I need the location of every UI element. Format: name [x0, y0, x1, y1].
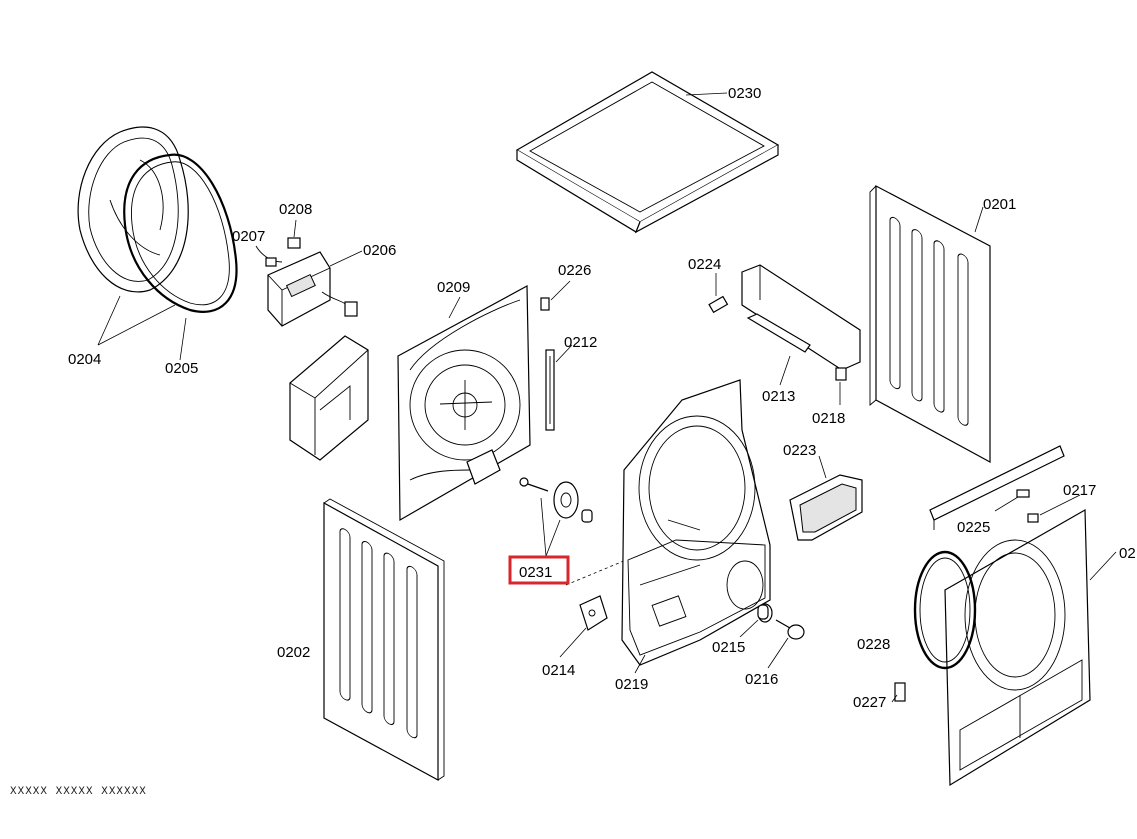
label-0208[interactable]: 0208 [279, 201, 312, 218]
label-0218[interactable]: 0218 [812, 410, 845, 427]
part-0217-clip[interactable] [1027, 494, 1081, 523]
label-0202[interactable]: 0202 [277, 644, 310, 661]
part-0218-clip[interactable] [835, 367, 847, 405]
label-0214[interactable]: 0214 [542, 662, 575, 679]
part-0228-door-seal[interactable] [913, 550, 977, 670]
part-duct-bracket[interactable] [289, 335, 369, 461]
label-0215[interactable]: 0215 [712, 639, 745, 656]
part-0206-control-module[interactable] [267, 250, 363, 327]
label-0219[interactable]: 0219 [615, 676, 648, 693]
part-0225-rail[interactable] [929, 445, 1065, 530]
part-0219-bearing-shield[interactable] [621, 379, 771, 674]
label-0217[interactable]: 0217 [1063, 482, 1096, 499]
footer-code: XXXXX XXXXX XXXXXX [10, 786, 147, 798]
part-0209-rear-panel[interactable] [397, 285, 531, 522]
part-0212-rail[interactable] [545, 344, 573, 431]
part-0216-foot[interactable] [767, 619, 805, 669]
part-0230-top-cover[interactable] [515, 71, 780, 234]
label-0223[interactable]: 0223 [783, 442, 816, 459]
label-0212[interactable]: 0212 [564, 334, 597, 351]
label-0224[interactable]: 0224 [688, 256, 721, 273]
label-0205[interactable]: 0205 [165, 360, 198, 377]
highlight-box [508, 555, 570, 585]
part-0207-connector[interactable] [255, 245, 283, 267]
label-0227[interactable]: 0227 [853, 694, 886, 711]
label-0203[interactable]: 02 [1119, 545, 1136, 562]
part-0226-clip[interactable] [540, 280, 571, 311]
part-0223-filter-housing[interactable] [789, 455, 863, 541]
part-0231-pulley[interactable] [519, 477, 627, 586]
label-0226[interactable]: 0226 [558, 262, 591, 279]
part-0202-left-side-panel[interactable] [323, 498, 445, 782]
label-0204[interactable]: 0204 [68, 351, 101, 368]
label-0206[interactable]: 0206 [363, 242, 396, 259]
part-0215-roller[interactable] [739, 603, 773, 638]
part-0203-front-panel[interactable] [944, 508, 1117, 787]
part-0214-bracket[interactable] [559, 595, 608, 658]
label-0209[interactable]: 0209 [437, 279, 470, 296]
part-0213-bracket[interactable] [741, 264, 861, 386]
label-0225[interactable]: 0225 [957, 519, 990, 536]
part-0201-right-side-panel[interactable] [869, 185, 991, 464]
part-0227-latch[interactable] [891, 682, 906, 703]
part-0224-clip[interactable] [708, 273, 729, 314]
part-0208-connector[interactable] [287, 219, 301, 249]
part-0204-door-duct[interactable] [77, 126, 189, 346]
label-0231[interactable]: 0231 [519, 564, 552, 581]
label-0230[interactable]: 0230 [728, 85, 761, 102]
label-0228[interactable]: 0228 [857, 636, 890, 653]
label-0201[interactable]: 0201 [983, 196, 1016, 213]
part-0205-door-gasket[interactable] [123, 153, 238, 361]
part-labels: 0230 0201 0202 02 0204 0205 0206 0207 02… [68, 85, 1136, 711]
label-0213[interactable]: 0213 [762, 388, 795, 405]
label-0207[interactable]: 0207 [232, 228, 265, 245]
label-0216[interactable]: 0216 [745, 671, 778, 688]
